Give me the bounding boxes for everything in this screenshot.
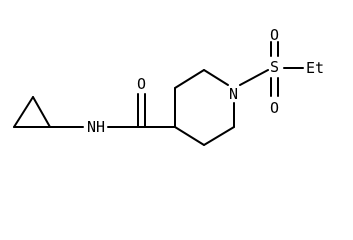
molecule-structure-diagram: NH O N S O O Et [13,26,324,146]
bond-ring-c6-c5 [203,126,235,146]
atom-label-ring-nitrogen: N [229,85,238,103]
bond-cyclopropyl-left [13,96,34,128]
bond-ring-c3-c2 [174,69,205,89]
atom-label-sulfonyl-oxygen-bottom: O [270,99,279,117]
sulfonyl-top-double-bond [270,41,279,57]
carbonyl-double-bond [137,93,146,127]
cyclopropyl-ring [13,96,51,128]
atom-label-ethyl: Et [306,59,324,77]
atom-label-sulfonyl-oxygen-top: O [270,26,279,44]
atom-label-nh: NH [87,118,105,136]
atom-label-carbonyl-oxygen: O [137,75,146,93]
bond-ring-c2-n [203,69,229,86]
sulfonyl-bottom-double-bond [270,77,279,97]
piperidine-ring [174,69,235,146]
bond-ring-c5-c4 [174,126,205,146]
bond-nitrogen-sulfur [239,69,269,86]
atom-label-sulfur: S [270,58,279,76]
bond-cyclopropyl-right [32,96,51,128]
